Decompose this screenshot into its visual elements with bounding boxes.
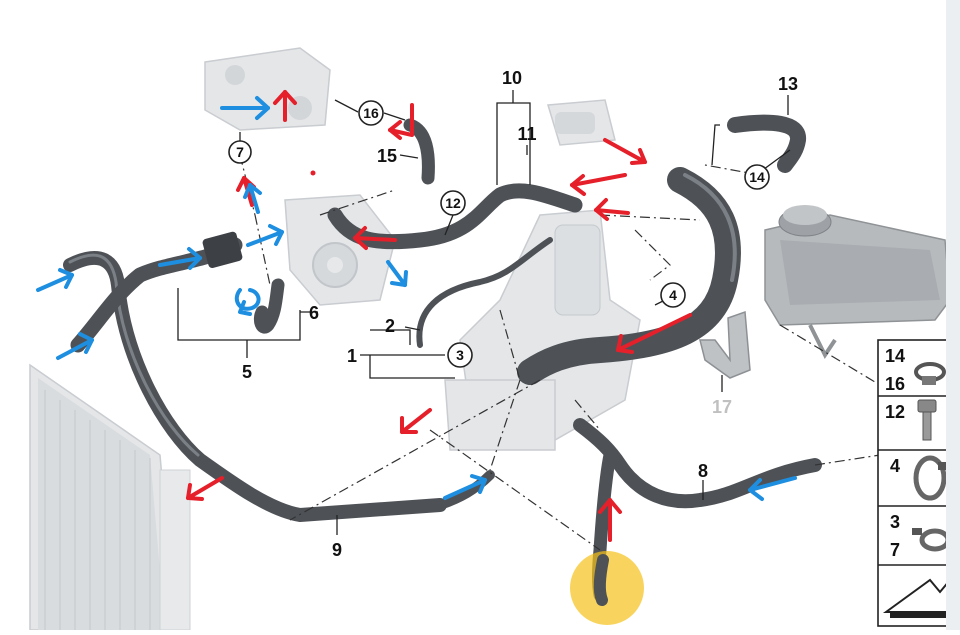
callout-7: 7 [228, 140, 252, 164]
callout-16: 16 [358, 100, 384, 126]
label-6: 6 [309, 303, 319, 323]
panel-label-7: 7 [890, 540, 900, 560]
hose-5-6 [253, 278, 285, 334]
assembly-lines [239, 154, 881, 551]
callout-3: 3 [447, 342, 473, 368]
blue-arrow-pump-outlet [386, 260, 408, 287]
label-15: 15 [377, 146, 397, 166]
callout-3-text: 3 [456, 347, 464, 363]
direction-arrow-icon [882, 577, 954, 618]
window-edge [946, 0, 960, 630]
label-2: 2 [385, 316, 395, 336]
oil-filter-housing [444, 209, 641, 451]
red-arrow-15 [388, 103, 414, 140]
hose-clamp-icon [914, 362, 946, 385]
callout-4-text: 4 [669, 287, 677, 303]
label-5: 5 [242, 362, 252, 382]
callout-16-text: 16 [363, 105, 379, 121]
red-arrow-valve [603, 138, 647, 165]
red-arrow-12b [594, 198, 630, 221]
callout-14-text: 14 [749, 169, 765, 185]
red-arrow-8 [598, 498, 622, 542]
panel-label-3: 3 [890, 512, 900, 532]
blue-arrow-thermostat [220, 96, 270, 120]
label-1: 1 [347, 346, 357, 366]
red-arrow-radiator [186, 476, 224, 501]
hose-4 [517, 167, 741, 385]
blue-arrow-8 [748, 476, 797, 501]
label-8: 8 [698, 461, 708, 481]
callout-4: 4 [660, 282, 686, 308]
leader-lines [177, 90, 791, 535]
blue-arrow-upper-hose [158, 247, 202, 270]
label-17: 17 [712, 397, 732, 417]
red-arrow-4 [616, 313, 692, 354]
label-10: 10 [502, 68, 522, 88]
panel-label-16: 16 [885, 374, 905, 394]
label-11: 11 [517, 124, 536, 144]
red-dot [310, 170, 316, 176]
expansion-tank [764, 205, 951, 359]
label-9: 9 [332, 540, 342, 560]
band-clamp-icon [913, 455, 948, 501]
callout-12: 12 [440, 190, 466, 216]
hose-upper-left [70, 231, 243, 353]
blue-arrow-7 [243, 183, 262, 214]
blue-arrow-pump [246, 224, 284, 247]
callout-12-text: 12 [445, 195, 461, 211]
radiator [29, 363, 191, 631]
blue-arrow-left [36, 268, 74, 292]
blue-arrow-9-end [443, 474, 487, 500]
panel-label-14: 14 [885, 346, 905, 366]
thermostat-housing [204, 47, 331, 131]
water-pump [284, 194, 396, 306]
heat-valve [547, 99, 616, 146]
bolt-icon [917, 399, 937, 441]
blue-arrows [36, 96, 797, 501]
blue-arrow-lower-left [56, 332, 94, 360]
panel-label-12: 12 [885, 402, 905, 422]
label-13: 13 [778, 74, 798, 94]
callout-14: 14 [744, 164, 770, 190]
red-arrow-thermostat [273, 90, 297, 122]
panel-label-4: 4 [890, 456, 900, 476]
hose-9-long [63, 250, 447, 522]
hose-13 [727, 114, 806, 173]
panel-row-4: 4 [890, 455, 948, 501]
hose-2-3 [416, 237, 553, 348]
red-arrows [186, 90, 692, 542]
highlight-marker [570, 551, 644, 625]
bracket-17 [699, 310, 751, 379]
red-arrow-housing [400, 408, 432, 434]
red-arrow-pump [353, 226, 397, 250]
blue-arrow-loop-5 [234, 288, 261, 316]
panel-row-14-16: 14 16 [885, 346, 946, 394]
callout-7-text: 7 [236, 144, 244, 160]
red-arrow-12a [570, 173, 627, 196]
panel-row-12: 12 [885, 399, 937, 441]
